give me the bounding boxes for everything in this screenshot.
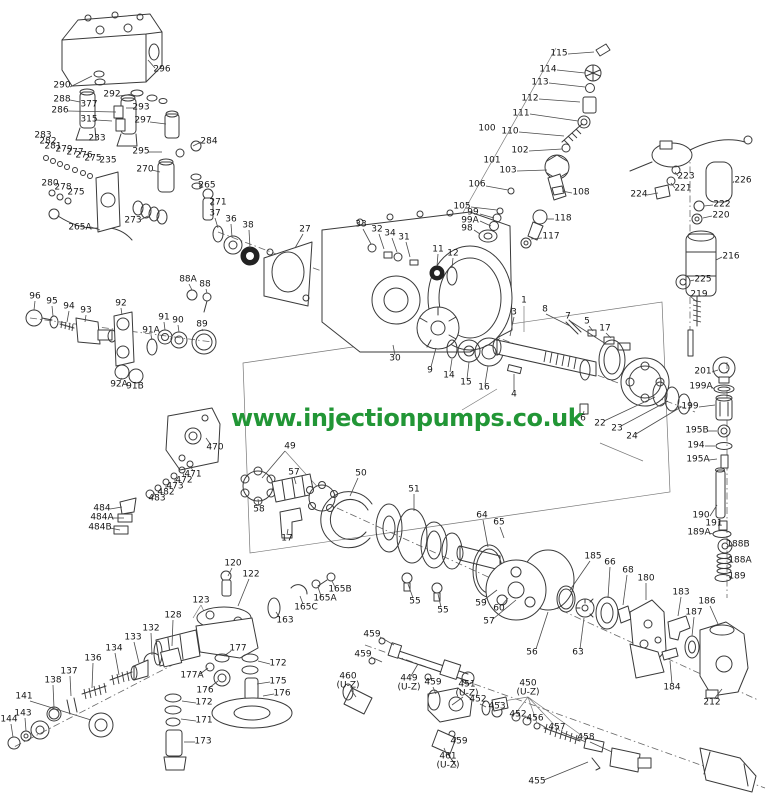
transfer-pump-drawing — [7, 570, 336, 771]
drive-shaft-drawing — [416, 306, 691, 415]
rotor-head-drawing — [320, 491, 749, 699]
bracket-drawing — [113, 407, 221, 535]
valve-cluster-drawing — [25, 289, 217, 384]
fitting-chain-drawing — [478, 43, 611, 249]
advance-device-drawing — [240, 466, 338, 539]
valve-element-column-drawing — [712, 356, 736, 582]
pump-housing-drawing — [212, 209, 513, 353]
fuel-line-drawing — [342, 637, 757, 793]
watermark: www.injectionpumps.co.uk — [231, 404, 584, 432]
cylinder-head-drawing — [43, 11, 214, 241]
